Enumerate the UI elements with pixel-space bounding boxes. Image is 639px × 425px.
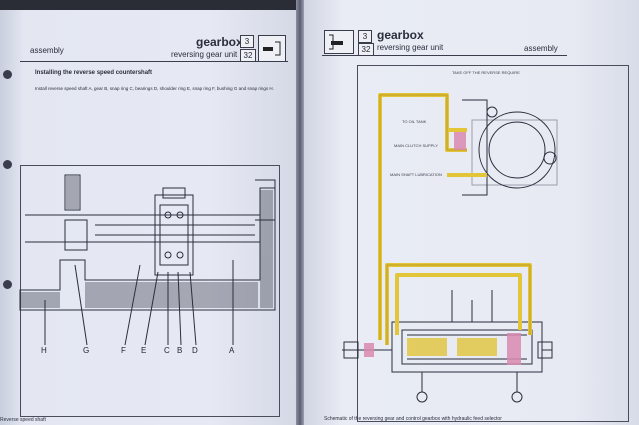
callout-label: D bbox=[192, 346, 198, 355]
section-label: assembly bbox=[30, 46, 64, 55]
callout-label: H bbox=[41, 346, 47, 355]
left-page: assembly gearbox reversing gear unit 3 3… bbox=[0, 10, 300, 425]
callout-label: C bbox=[164, 346, 170, 355]
binder-hole bbox=[3, 160, 12, 169]
right-page: 3 32 gearbox reversing gear unit assembl… bbox=[302, 0, 639, 425]
binder-hole bbox=[3, 280, 12, 289]
figure-caption: Schematic of the reversing gear and cont… bbox=[324, 416, 502, 422]
header-rule bbox=[322, 55, 567, 56]
book-spine bbox=[296, 0, 304, 425]
callout-label: G bbox=[83, 346, 90, 355]
binder-hole bbox=[3, 70, 12, 79]
instruction-heading: Installing the reverse speed countershaf… bbox=[35, 70, 153, 76]
group-number: 3 bbox=[358, 30, 372, 43]
page-subtitle: reversing gear unit bbox=[377, 43, 444, 52]
instruction-text: Install reverse speed shaft A, gear B, s… bbox=[35, 86, 274, 91]
page-title: gearbox bbox=[196, 35, 243, 49]
hydraulic-schematic bbox=[342, 93, 558, 403]
page-title: gearbox bbox=[377, 28, 424, 42]
section-label: assembly bbox=[524, 44, 558, 53]
figure-caption: Reverse speed shaft bbox=[0, 417, 46, 423]
diagram-label: TO OIL TANK bbox=[402, 119, 427, 124]
callout-label: E bbox=[141, 346, 147, 355]
callout-label: F bbox=[121, 346, 126, 355]
schematic-frame bbox=[357, 65, 629, 422]
page-subtitle: reversing gear unit bbox=[171, 50, 238, 59]
diagram-label: MAIN CLUTCH SUPPLY bbox=[394, 143, 438, 148]
header-rule bbox=[20, 61, 288, 62]
callout-label: A bbox=[229, 346, 235, 355]
countershaft-section-drawing bbox=[19, 174, 276, 346]
group-number: 3 bbox=[240, 35, 254, 48]
callout-label: B bbox=[177, 346, 183, 355]
diagram-label: MAIN SHAFT LUBRICATION bbox=[390, 172, 442, 177]
diagram-label: TAKE OFF THE REVERSE REQUIRE bbox=[452, 70, 520, 75]
gearbox-thumbnail-icon bbox=[324, 30, 354, 54]
